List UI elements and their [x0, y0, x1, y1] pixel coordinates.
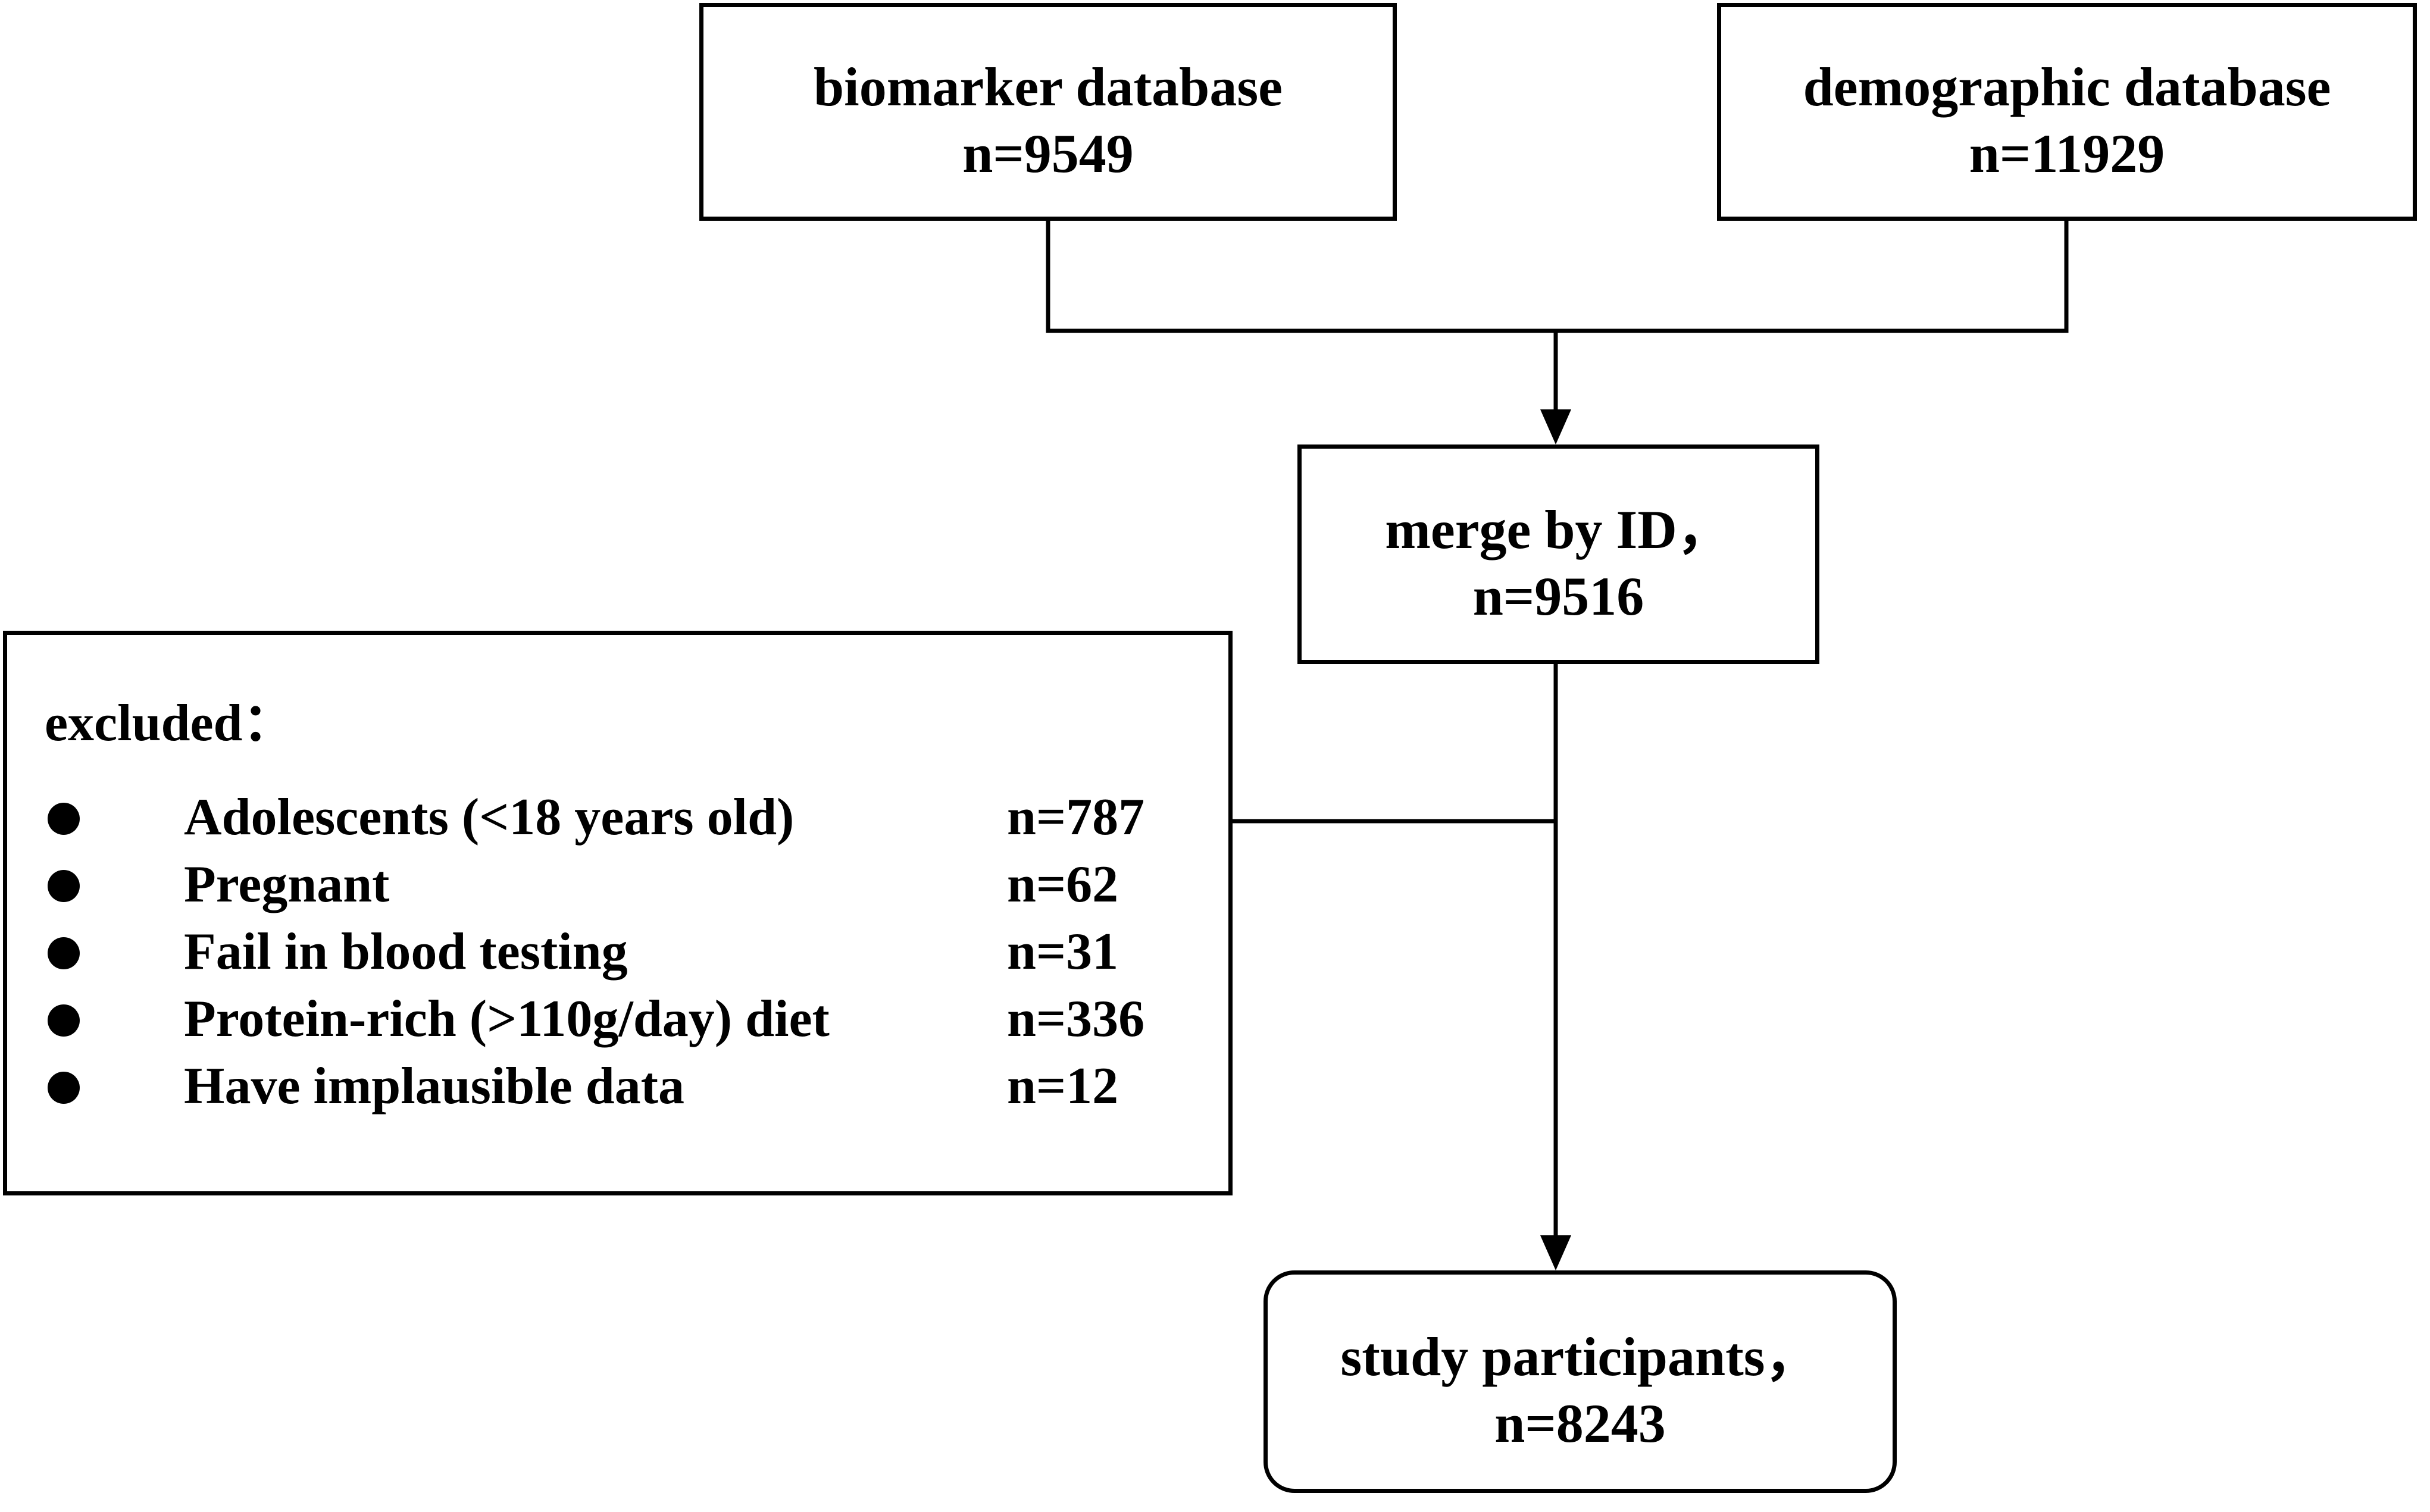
excluded-item: Adolescents (<18 years old) n=787: [7, 785, 1228, 850]
excluded-item-label: Pregnant: [184, 856, 390, 913]
arrowhead-to-merge-icon: [1540, 409, 1571, 444]
excluded-item-label: Protein-rich (>110g/day) diet: [184, 990, 830, 1048]
demographic-database-box: demographic database n=11929: [1717, 3, 2417, 221]
excluded-item-count: n=787: [1007, 788, 1145, 846]
biomarker-database-label: biomarker database: [814, 57, 1283, 117]
excluded-item: Have implausible data n=12: [7, 1054, 1228, 1119]
excluded-item: Protein-rich (>110g/day) diet n=336: [7, 987, 1228, 1052]
arrowhead-to-study-icon: [1540, 1235, 1571, 1270]
excluded-item-count: n=31: [1007, 923, 1119, 981]
excluded-title: excluded：: [45, 694, 295, 752]
excluded-item: Fail in blood testing n=31: [7, 919, 1228, 985]
bullet-icon: [48, 1004, 80, 1037]
bullet-icon: [48, 803, 80, 835]
excluded-item-count: n=62: [1007, 856, 1119, 913]
excluded-item-label: Have implausible data: [184, 1057, 684, 1115]
study-participants-box: study participants， n=8243: [1264, 1270, 1897, 1493]
excluded-item-count: n=336: [1007, 990, 1145, 1048]
demographic-to-junction-line: [1556, 221, 2069, 333]
biomarker-database-count: n=9549: [962, 123, 1134, 184]
excluded-item: Pregnant n=62: [7, 852, 1228, 918]
excluded-item-count: n=12: [1007, 1057, 1119, 1115]
excluded-item-label: Adolescents (<18 years old): [184, 788, 795, 846]
merge-by-id-box: merge by ID， n=9516: [1297, 444, 1819, 664]
bullet-icon: [48, 1072, 80, 1104]
excluded-box: excluded： Adolescents (<18 years old) n=…: [3, 631, 1233, 1195]
merge-by-id-label: merge by ID，: [1385, 499, 1732, 560]
bullet-icon: [48, 937, 80, 969]
biomarker-to-junction-line: [1046, 221, 1556, 333]
demographic-database-label: demographic database: [1803, 57, 2331, 117]
biomarker-database-box: biomarker database n=9549: [699, 3, 1397, 221]
excluded-item-label: Fail in blood testing: [184, 923, 628, 981]
study-participants-label: study participants，: [1340, 1326, 1820, 1387]
bullet-icon: [48, 870, 80, 902]
study-participants-count: n=8243: [1494, 1393, 1666, 1454]
demographic-database-count: n=11929: [1969, 123, 2165, 184]
merge-by-id-count: n=9516: [1472, 566, 1644, 627]
